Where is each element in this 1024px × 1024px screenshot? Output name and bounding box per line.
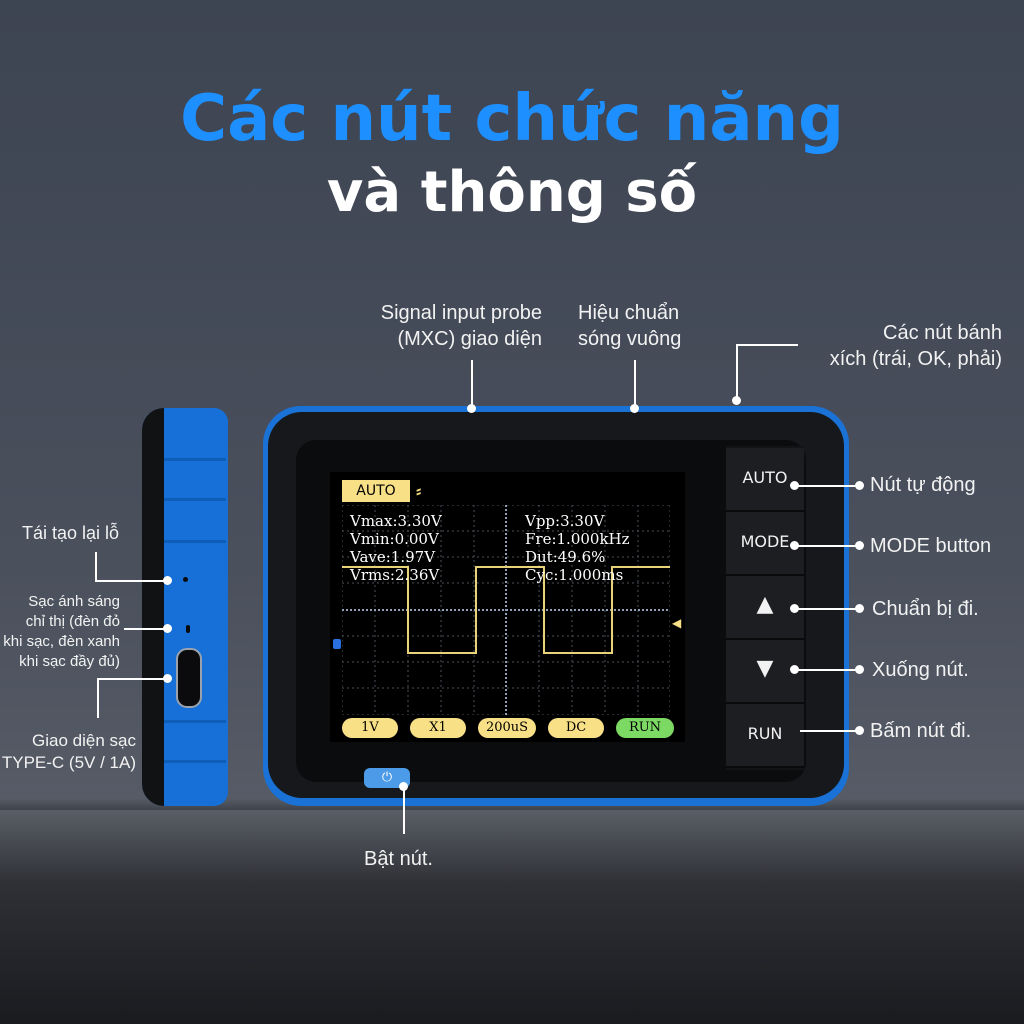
measure-vrms: Vrms:2.36V <box>350 566 440 584</box>
power-icon: ⏻ <box>381 770 393 785</box>
callout-line-squarewave <box>634 360 636 410</box>
trigger-edge-icon: ⸗ <box>416 481 422 500</box>
callout-dot-auto <box>790 481 799 490</box>
chip-timebase: 200uS <box>478 718 536 738</box>
callout-line-up <box>795 608 859 610</box>
callout-line-down <box>795 669 859 671</box>
run-button[interactable]: RUN <box>726 704 804 768</box>
callout-line-wheel-h <box>736 344 798 346</box>
label-charging: Giao diện sạc TYPE-C (5V / 1A) <box>0 730 136 774</box>
callout-line-usb-h <box>97 678 167 680</box>
label-charging-line2: TYPE-C (5V / 1A) <box>1 753 136 772</box>
callout-dot-up-end <box>855 604 864 613</box>
auto-button-label: AUTO <box>742 468 788 487</box>
label-charging-line1: Giao diện sạc <box>32 731 136 750</box>
callout-line-auto <box>795 485 859 487</box>
label-up: Chuẩn bị đi. <box>872 598 979 620</box>
reset-hole[interactable] <box>183 577 188 582</box>
label-indicator-line4: khi sạc đầy đủ) <box>19 653 120 670</box>
mode-button-label: MODE <box>740 532 790 551</box>
label-signal-probe-line2: (MXC) giao diện <box>397 328 542 350</box>
measure-fre: Fre:1.000kHz <box>525 530 630 548</box>
callout-dot-squarewave <box>630 404 639 413</box>
label-indicator-line2: chỉ thị (đèn đỏ <box>25 613 120 630</box>
callout-dot-mode <box>790 541 799 550</box>
charge-indicator-light <box>186 625 190 633</box>
side-rib <box>164 720 226 723</box>
label-wheel-buttons-line2: xích (trái, OK, phải) <box>829 348 1002 370</box>
auto-button[interactable]: AUTO <box>726 448 804 512</box>
callout-dot-mode-end <box>855 541 864 550</box>
up-arrow-icon: ▲ <box>756 592 774 617</box>
callout-line-reset-h <box>95 580 167 582</box>
callout-line-probe <box>471 360 473 410</box>
floor-background <box>0 810 1024 1024</box>
label-wheel-buttons: Các nút bánh xích (trái, OK, phải) <box>800 320 1002 372</box>
side-bumper <box>142 408 164 806</box>
chip-probe: X1 <box>410 718 466 738</box>
side-rib <box>164 498 226 501</box>
chip-coupling: DC <box>548 718 604 738</box>
chip-voltage: 1V <box>342 718 398 738</box>
chip-run-state: RUN <box>616 718 674 738</box>
measure-vmax: Vmax:3.30V <box>350 512 442 530</box>
measure-dut: Dut:49.6% <box>525 548 606 566</box>
label-signal-probe-line1: Signal input probe <box>380 302 542 324</box>
side-rib <box>164 760 226 763</box>
waveform-grid <box>342 505 670 715</box>
measure-vave: Vave:1.97V <box>350 548 436 566</box>
label-reset: Tái tạo lại lỗ <box>22 523 120 543</box>
label-signal-probe: Signal input probe (MXC) giao diện <box>360 300 542 352</box>
measure-vmin: Vmin:0.00V <box>350 530 439 548</box>
label-indicator-line3: khi sạc, đèn xanh <box>3 633 120 650</box>
callout-dot-usb <box>163 674 172 683</box>
callout-dot-auto-end <box>855 481 864 490</box>
callout-line-power <box>403 786 405 834</box>
heading-line1: Các nút chức năng <box>180 82 844 156</box>
label-indicator-line1: Sạc ánh sáng <box>28 593 120 610</box>
callout-line-mode <box>795 545 859 547</box>
trigger-level-marker: ◀ <box>672 616 682 630</box>
usb-c-port <box>176 648 202 708</box>
callout-line-reset-v <box>95 552 97 580</box>
label-indicator: Sạc ánh sáng chỉ thị (đèn đỏ khi sạc, đè… <box>0 592 120 672</box>
run-button-label: RUN <box>747 724 783 743</box>
heading-line2: và thông số <box>326 160 698 225</box>
callout-dot-down <box>790 665 799 674</box>
label-wheel-buttons-line1: Các nút bánh <box>883 322 1002 344</box>
label-square-wave-line1: Hiệu chuẩn <box>578 302 680 324</box>
label-square-wave: Hiệu chuẩn sóng vuông <box>578 300 681 352</box>
label-mode: MODE button <box>870 535 992 557</box>
callout-dot-down-end <box>855 665 864 674</box>
label-power: Bật nút. <box>364 848 433 870</box>
measure-vpp: Vpp:3.30V <box>525 512 605 530</box>
callout-line-wheel-v <box>736 344 738 400</box>
label-square-wave-line2: sóng vuông <box>578 328 682 350</box>
channel-marker <box>333 639 341 649</box>
label-auto: Nút tự động <box>870 474 976 496</box>
down-arrow-icon: ▼ <box>756 656 774 681</box>
side-rib <box>164 540 226 543</box>
oscilloscope-screen <box>330 472 685 742</box>
side-rib <box>164 458 226 461</box>
callout-line-indicator <box>124 628 166 630</box>
measure-cyc: Cyc:1.000ms <box>525 566 624 584</box>
callout-line-run <box>800 730 859 732</box>
callout-dot-reset <box>163 576 172 585</box>
label-run: Bấm nút đi. <box>870 720 972 742</box>
callout-line-usb-v <box>97 678 99 718</box>
callout-dot-indicator <box>163 624 172 633</box>
mode-tag: AUTO <box>342 480 410 502</box>
callout-dot-run-end <box>855 726 864 735</box>
callout-dot-probe <box>467 404 476 413</box>
power-button[interactable]: ⏻ <box>364 768 410 788</box>
callout-dot-up <box>790 604 799 613</box>
callout-dot-wheel <box>732 396 741 405</box>
label-down: Xuống nút. <box>872 659 969 681</box>
